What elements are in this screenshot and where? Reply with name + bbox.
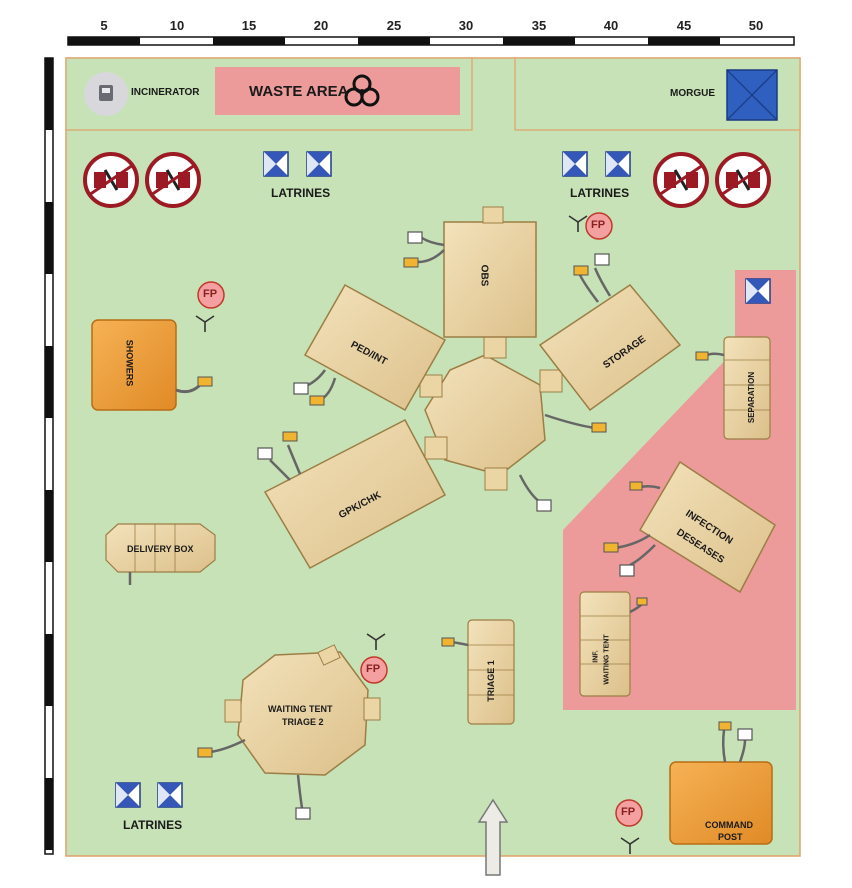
scale-tick: 10 — [169, 18, 185, 33]
inf-waiting-tent — [579, 591, 648, 697]
scale-tick: 5 — [100, 18, 108, 33]
central-hub-tent — [419, 335, 607, 512]
scale-tick: 50 — [748, 18, 764, 33]
inf-waiting-label: INF. — [592, 650, 600, 663]
delivery-box-label: DELIVERY BOX — [127, 544, 194, 554]
no-entry-sign-icon — [145, 152, 201, 208]
biohazard-icon — [344, 74, 380, 107]
command-post-label: POST — [718, 832, 743, 842]
fp-label: FP — [203, 288, 218, 300]
fp-label: FP — [591, 219, 606, 231]
delivery-box-tent — [105, 523, 216, 585]
scale-tick: 15 — [241, 18, 257, 33]
showers-tent — [91, 319, 213, 411]
latrine-icon — [263, 151, 289, 177]
scale-tick: 35 — [531, 18, 547, 33]
latrine-icon — [157, 782, 183, 808]
fp-label: FP — [621, 806, 636, 818]
scale-tick: 20 — [313, 18, 329, 33]
scale-tick: 40 — [603, 18, 619, 33]
latrines-label: LATRINES — [123, 818, 183, 832]
triage-1-tent — [441, 619, 515, 725]
showers-label: SHOWERS — [124, 339, 135, 387]
gpk-chk-tent — [257, 418, 447, 570]
no-entry-sign-icon — [83, 152, 139, 208]
left-scale-bar — [44, 57, 54, 855]
scale-tick: 45 — [676, 18, 692, 33]
incinerator-label: INCINERATOR — [131, 87, 200, 98]
no-entry-sign-icon — [653, 152, 709, 208]
scale-tick: 25 — [386, 18, 402, 33]
command-post-label: COMMAND — [705, 820, 753, 830]
inf-waiting-label: WAITING TENT — [603, 634, 611, 685]
triage-1-label: TRIAGE 1 — [485, 660, 496, 702]
scale-tick: 30 — [458, 18, 474, 33]
fp-marker — [195, 281, 225, 333]
latrine-icon — [745, 278, 771, 304]
storage-tent — [538, 253, 682, 412]
top-scale-bar — [67, 36, 795, 46]
ped-int-tent — [293, 283, 447, 412]
incinerator-icon — [84, 72, 128, 116]
obs-label: OBS — [478, 264, 490, 287]
fp-label: FP — [366, 663, 381, 675]
waste-area-label: WASTE AREA — [249, 83, 349, 100]
fp-marker — [568, 212, 613, 240]
latrines-label: LATRINES — [570, 186, 630, 200]
obs-tent — [403, 206, 537, 338]
triage-2-label: TRIAGE 2 — [282, 717, 324, 727]
waste-area-zone — [215, 67, 460, 115]
fp-marker — [360, 633, 388, 684]
command-post-tent — [669, 721, 773, 845]
latrine-icon — [115, 782, 141, 808]
latrine-icon — [562, 151, 588, 177]
separation-label: SEPARATION — [747, 371, 757, 424]
latrine-icon — [306, 151, 332, 177]
fp-marker — [615, 799, 643, 855]
separation-tent — [695, 336, 771, 440]
latrines-label: LATRINES — [271, 186, 331, 200]
infection-diseases-tent — [603, 460, 776, 594]
latrine-icon — [605, 151, 631, 177]
entrance-arrow-icon — [477, 798, 509, 876]
morgue-label: MORGUE — [670, 88, 715, 99]
waiting-tent-label: WAITING TENT — [268, 704, 333, 714]
morgue-cube-icon — [726, 69, 778, 121]
no-entry-sign-icon — [715, 152, 771, 208]
waiting-tent-triage-2 — [197, 644, 381, 820]
